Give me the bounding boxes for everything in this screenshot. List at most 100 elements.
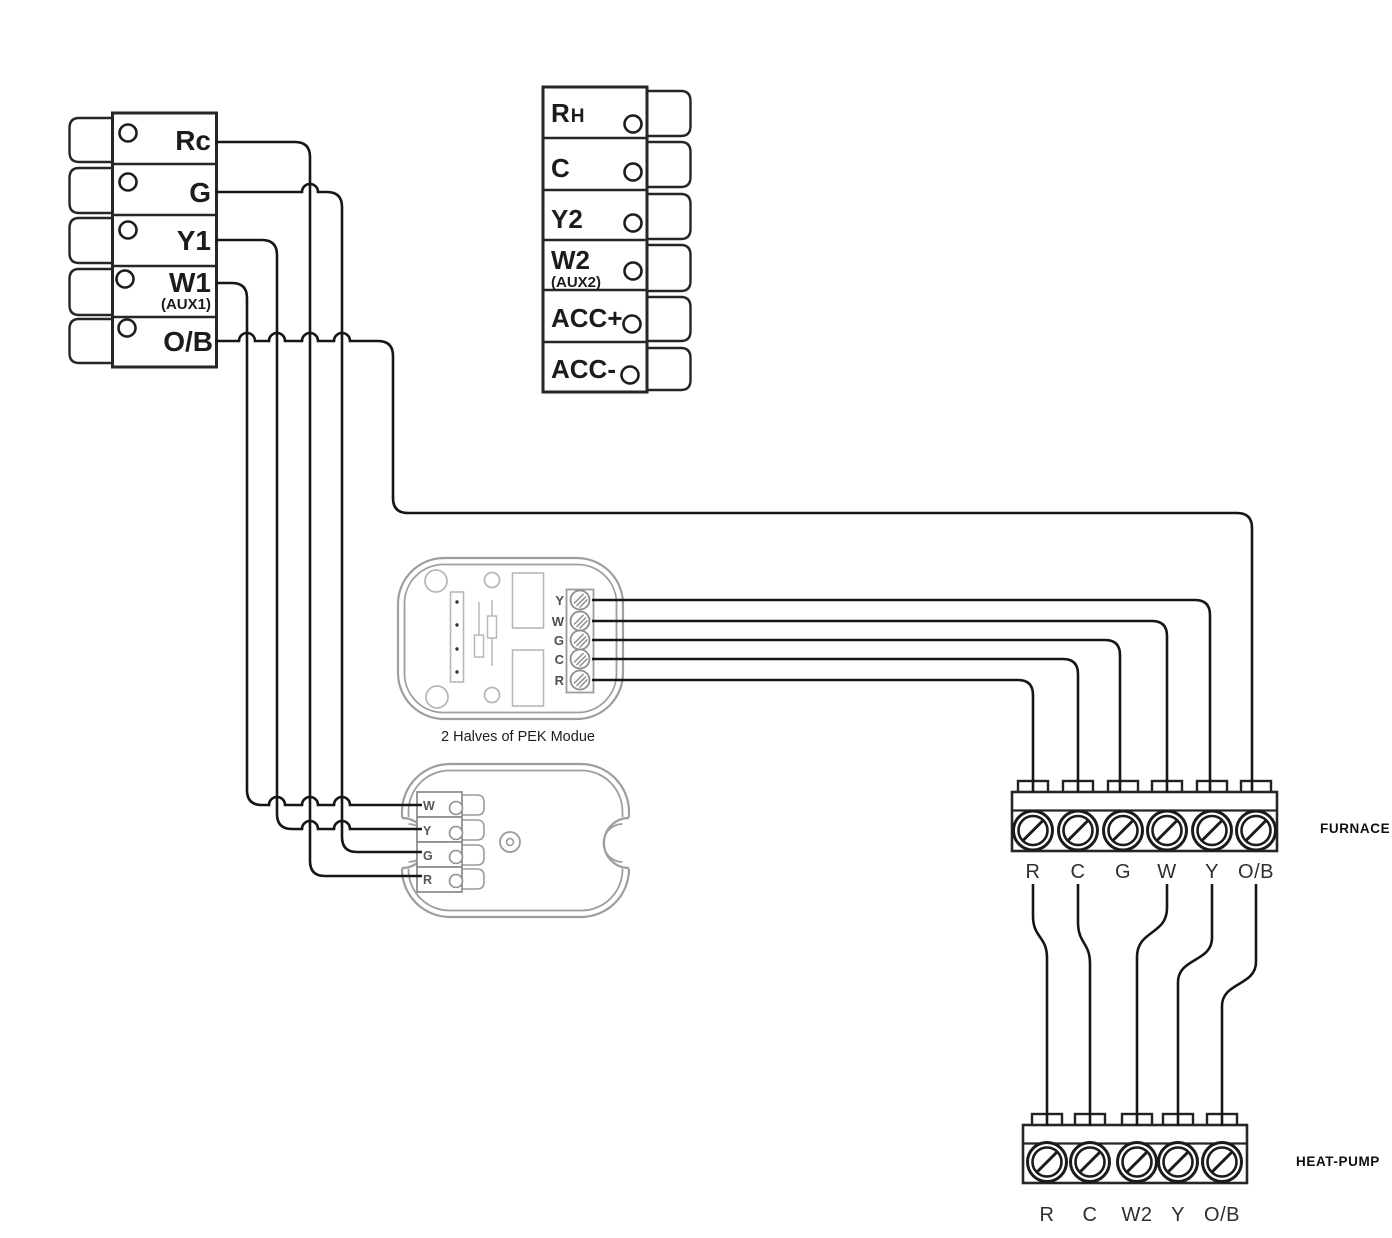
furnace-screw-ob [1235, 809, 1277, 852]
terminal-tab [646, 89, 692, 138]
wire-ob-to-furnace-ob [215, 331, 1254, 792]
relay-block [511, 572, 545, 629]
thermostat-right-terminal-block: RH C Y2 W2 (AUX2) ACC+ ACC- [541, 85, 692, 394]
screw-hole [117, 318, 137, 338]
screw-hole [118, 123, 138, 143]
heat-pump-screw-w2 [1116, 1141, 1158, 1183]
heat-pump-terminal-strip: R C W2 Y O/B HEAT-PUMP [1021, 1112, 1379, 1226]
terminal-tab [646, 192, 692, 241]
terminal-tab [462, 794, 485, 816]
heat-pump-screw-ob [1201, 1141, 1243, 1183]
terminal-label-rc: Rc [175, 125, 211, 156]
wire-pek-c-to-furnace-c [592, 657, 1080, 792]
center-screw-slot [505, 837, 515, 847]
terminal-label-c: C [551, 153, 570, 183]
screw-hole [448, 800, 464, 816]
resistor-component [486, 615, 498, 639]
pek-screw-r [569, 669, 591, 691]
furnace-block-body [1010, 790, 1279, 853]
furnace-label-y: Y [1205, 861, 1219, 883]
wire-furnace-w-to-hp-w2 [1135, 884, 1169, 1126]
heat-pump-label-y: Y [1171, 1204, 1185, 1226]
wire-pek-y-to-furnace-y [592, 598, 1212, 792]
pek-module-top-half: Y W G C R [396, 556, 625, 721]
pek-caption: 2 Halves of PEK Modue [441, 729, 595, 745]
terminal-tab [462, 844, 485, 866]
pin-dot [455, 647, 459, 651]
heat-pump-label-ob: O/B [1204, 1204, 1240, 1226]
thermostat-left-terminal-block: Rc G Y1 W1 (AUX1) O/B [68, 111, 218, 369]
screw-hole [115, 269, 135, 289]
terminal-tab [646, 295, 692, 343]
pek-screw-w [569, 610, 591, 632]
terminal-tab [646, 243, 692, 293]
pek-screw-g [569, 629, 591, 651]
terminal-label-y2: Y2 [551, 204, 583, 234]
mounting-hole [483, 686, 501, 704]
screw-hole [448, 873, 464, 889]
pek-screw-y [569, 589, 591, 611]
terminal-tab [68, 216, 113, 265]
terminal-sublabel-aux1: (AUX1) [161, 296, 211, 313]
mounting-hole [483, 571, 501, 589]
terminal-label-accminus: ACC- [551, 354, 616, 384]
pek-bottom-label-g: G [423, 849, 433, 863]
terminal-label-ob: O/B [163, 326, 213, 357]
furnace-terminal-strip: R C G W Y O/B FURNACE [1010, 779, 1390, 883]
terminal-label-accplus: ACC+ [551, 303, 623, 333]
furnace-screw-r [1012, 809, 1054, 852]
wires [215, 140, 1258, 1126]
terminal-tab [462, 819, 485, 841]
pin-connector-strip [449, 591, 465, 683]
terminal-sublabel-aux2: (AUX2) [551, 274, 601, 291]
furnace-title: FURNACE [1320, 821, 1390, 836]
furnace-label-w: W [1157, 861, 1176, 883]
heat-pump-label-c: C [1083, 1204, 1098, 1226]
right-notch-inner [602, 823, 623, 863]
screw-hole [623, 213, 643, 233]
pek-bottom-label-w: W [423, 799, 435, 813]
pek-top-label-c: C [555, 652, 565, 667]
wire-g-to-pek-g [215, 182, 422, 854]
terminal-tab [646, 140, 692, 189]
relay-block [511, 649, 545, 707]
terminal-tab [646, 346, 692, 392]
screw-hole [623, 162, 643, 182]
heat-pump-screw-r [1026, 1141, 1068, 1183]
wire-furnace-y-to-hp-y [1176, 884, 1214, 1126]
pek-top-label-y: Y [555, 593, 564, 608]
wire-furnace-c-to-hp-c [1076, 884, 1092, 1126]
terminal-label-g: G [189, 177, 211, 208]
terminal-label-y1: Y1 [177, 225, 211, 256]
wire-pek-g-to-furnace-g [592, 638, 1122, 792]
pek-screw-c [569, 648, 591, 670]
heat-pump-label-r: R [1040, 1204, 1055, 1226]
screw-hole [118, 172, 138, 192]
screw-hole [448, 825, 464, 841]
furnace-screw-c [1057, 809, 1099, 852]
screw-hole [620, 365, 640, 385]
furnace-screw-w [1146, 809, 1188, 852]
furnace-label-g: G [1115, 861, 1131, 883]
wire-pek-w-to-furnace-w [592, 619, 1169, 792]
wire-furnace-r-to-hp-r [1031, 884, 1049, 1126]
pek-top-label-r: R [555, 673, 565, 688]
terminal-label-rh: RH [551, 98, 585, 128]
heat-pump-label-w2: W2 [1122, 1204, 1153, 1226]
wire-furnace-ob-to-hp-ob [1220, 884, 1258, 1126]
wire-rc-to-pek-r [215, 140, 422, 878]
terminal-tab [462, 868, 485, 890]
pek-bottom-label-y: Y [423, 824, 432, 838]
pin-dot [455, 623, 459, 627]
wire-y1-to-pek-y [215, 238, 422, 831]
furnace-label-r: R [1026, 861, 1041, 883]
wire-pek-r-to-furnace-r [592, 678, 1035, 792]
screw-hole [448, 849, 464, 865]
pek-top-label-w: W [552, 614, 565, 629]
notch-mask [599, 817, 652, 869]
furnace-label-c: C [1071, 861, 1086, 883]
heat-pump-screw-y [1157, 1141, 1199, 1183]
pin-dot [455, 600, 459, 604]
